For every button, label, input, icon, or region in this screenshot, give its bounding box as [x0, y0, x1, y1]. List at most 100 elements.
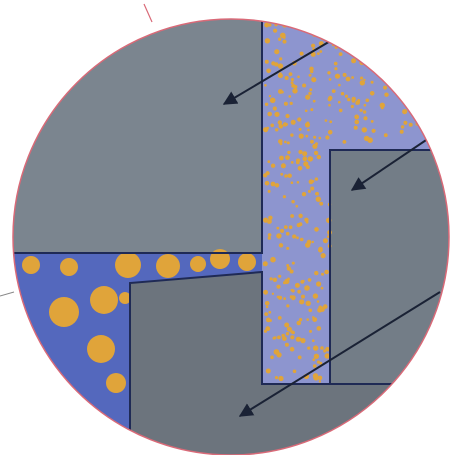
- small-particle: [328, 18, 333, 23]
- small-particle: [367, 45, 371, 49]
- small-particle: [354, 50, 359, 55]
- small-particle: [284, 323, 289, 328]
- small-particle: [384, 93, 388, 97]
- particle: [238, 253, 256, 271]
- small-particle: [421, 23, 425, 27]
- small-particle: [264, 23, 269, 28]
- small-particle: [360, 109, 363, 112]
- small-particle: [317, 300, 320, 303]
- small-particle: [315, 177, 318, 180]
- small-particle: [273, 106, 277, 110]
- small-particle: [284, 141, 287, 144]
- small-particle: [437, 23, 440, 26]
- small-particle: [290, 133, 293, 136]
- small-particle: [325, 119, 328, 122]
- small-particle: [345, 95, 348, 98]
- small-particle: [420, 78, 424, 82]
- small-particle: [278, 139, 283, 144]
- small-particle: [280, 33, 286, 39]
- small-particle: [293, 12, 299, 18]
- small-particle: [290, 102, 293, 105]
- small-particle: [274, 49, 279, 54]
- small-particle: [300, 238, 304, 242]
- small-particle: [413, 35, 418, 40]
- small-particle: [265, 103, 268, 106]
- small-particle: [445, 99, 449, 103]
- small-particle: [343, 73, 347, 77]
- small-particle: [387, 15, 390, 18]
- small-particle: [444, 50, 449, 55]
- small-particle: [273, 278, 277, 282]
- small-particle: [386, 46, 389, 49]
- small-particle: [319, 380, 321, 382]
- small-particle: [274, 62, 278, 66]
- small-particle: [282, 336, 287, 341]
- small-particle: [291, 181, 294, 184]
- small-particle: [316, 197, 321, 202]
- small-particle: [299, 134, 304, 139]
- small-particle: [285, 76, 289, 80]
- small-particle: [319, 137, 322, 140]
- small-particle: [285, 155, 290, 160]
- small-particle: [309, 309, 313, 313]
- small-particle: [266, 306, 269, 309]
- small-particle: [286, 232, 290, 236]
- small-particle: [311, 44, 315, 48]
- small-particle: [373, 67, 376, 70]
- small-particle: [272, 293, 274, 295]
- small-particle: [297, 223, 301, 227]
- small-particle: [360, 41, 363, 44]
- small-particle: [352, 97, 356, 101]
- small-particle: [413, 31, 416, 34]
- small-particle: [328, 96, 332, 100]
- small-particle: [309, 88, 312, 91]
- small-particle: [278, 63, 283, 68]
- small-particle: [284, 225, 288, 229]
- small-particle: [264, 84, 267, 87]
- small-particle: [279, 124, 284, 129]
- small-particle: [423, 47, 425, 49]
- small-particle: [403, 121, 407, 125]
- small-particle: [278, 120, 282, 124]
- small-particle: [305, 135, 308, 138]
- small-particle: [431, 124, 434, 127]
- small-particle: [422, 33, 427, 38]
- small-particle: [308, 156, 313, 161]
- small-particle: [309, 330, 312, 333]
- small-particle: [378, 30, 383, 35]
- small-particle: [307, 129, 310, 132]
- small-particle: [265, 38, 270, 43]
- small-particle: [267, 160, 270, 163]
- small-particle: [302, 280, 305, 283]
- particle: [156, 254, 180, 278]
- particle: [90, 286, 118, 314]
- small-particle: [312, 339, 315, 342]
- small-particle: [357, 32, 361, 36]
- small-particle: [308, 190, 311, 193]
- left-leader-stub: [0, 292, 14, 296]
- small-particle: [283, 281, 286, 284]
- small-particle: [437, 32, 442, 37]
- small-particle: [270, 124, 274, 128]
- small-particle: [321, 273, 324, 276]
- top-left-leader-stub: [144, 4, 152, 22]
- small-particle: [446, 56, 451, 61]
- small-particle: [401, 125, 404, 128]
- small-particle: [292, 262, 295, 265]
- small-particle: [276, 233, 281, 238]
- small-particle: [298, 166, 303, 171]
- small-particle: [307, 240, 312, 245]
- small-particle: [274, 349, 280, 355]
- small-particle: [302, 151, 307, 156]
- small-particle: [312, 317, 317, 322]
- particle: [49, 297, 79, 327]
- small-particle: [317, 326, 322, 331]
- small-particle: [447, 46, 450, 49]
- small-particle: [268, 237, 271, 240]
- small-particle: [266, 318, 271, 323]
- particle: [22, 256, 40, 274]
- small-particle: [377, 27, 383, 33]
- small-particle: [370, 91, 375, 96]
- small-particle: [334, 62, 338, 66]
- small-particle: [312, 14, 317, 19]
